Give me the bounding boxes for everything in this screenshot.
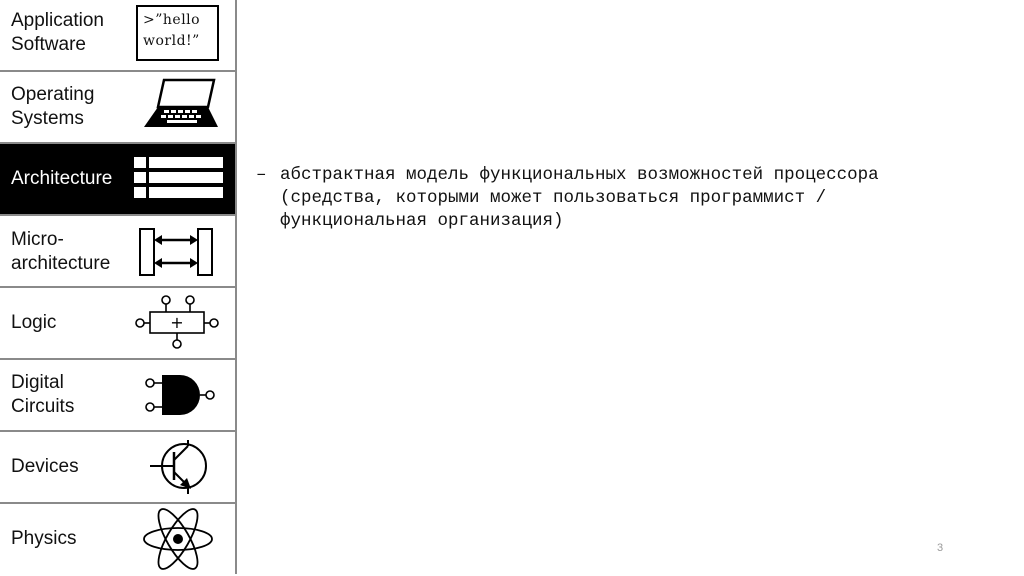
level-label: Architecture [11,168,113,189]
page-number: 3 [937,542,944,554]
level-operating-systems: Operating Systems [0,72,235,144]
transistor-icon [150,440,207,494]
level-application-software: Application Software >”hello world!” [0,0,235,72]
level-devices: Devices [0,432,235,504]
laptop-icon [144,78,218,127]
definition-text: абстрактная модель функциональных возмож… [280,165,879,231]
abstraction-levels-column: Application Software >”hello world!” Ope… [0,0,237,574]
atom-icon [143,508,213,570]
and-gate-icon [145,375,215,415]
level-architecture: Architecture [0,144,235,216]
level-label: Operating Systems [11,84,95,129]
level-label: Devices [11,456,79,477]
datapath-arrows-icon [139,228,213,276]
level-label: Micro- architecture [11,229,111,274]
level-logic: Logic + [0,288,235,360]
instruction-format-icon [134,157,223,198]
level-microarchitecture: Micro- architecture [0,216,235,288]
definition-dash: – [256,165,267,185]
level-physics: Physics [0,504,235,574]
level-label: Logic [11,312,57,333]
level-label: Application Software [11,10,104,55]
svg-text:+: + [170,313,183,332]
architecture-definition: – абстрактная модель функциональных возм… [256,164,976,233]
level-digital-circuits: Digital Circuits [0,360,235,432]
level-label: Digital Circuits [11,372,75,417]
adder-block-icon: + [135,295,219,349]
level-label: Physics [11,528,77,549]
hello-world-code-icon: >”hello world!” [136,5,219,61]
